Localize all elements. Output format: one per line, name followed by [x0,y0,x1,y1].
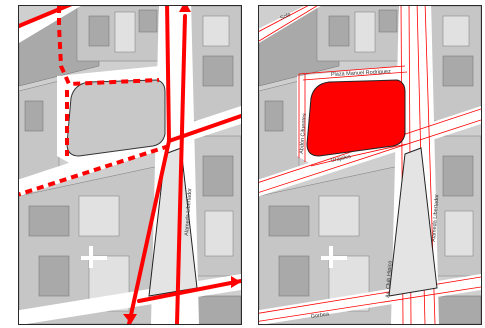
plaza-block-highlight [306,79,406,157]
street-label-abdon: Abdón Cifuentes [299,113,308,154]
street-label-plaza: Plaza Manuel Rodriguez [331,69,391,78]
triangle-block [388,147,438,297]
city-blocks [259,6,481,324]
city-blocks [19,6,241,324]
alley-mark [321,246,347,268]
map-panel-street-names: Sole Plaza Manuel Rodriguez Abdón Cifuen… [258,5,482,325]
street-label-gorbea: Gorbea [310,311,330,320]
plaza-block [66,79,166,157]
street-label-sole: Sole [279,12,292,22]
street-label-grajales: Grajales [330,154,352,164]
circulation-map: Alameda Libertador [19,6,241,324]
red-routes [19,6,241,324]
arrow-head-icon [179,6,191,12]
alley-mark [81,246,107,268]
street-names-map: Sole Plaza Manuel Rodriguez Abdón Cifuen… [259,6,481,324]
street-label-alameda: Alameda Libertador [184,188,193,236]
arrow-head-icon [123,314,137,324]
arrow-head-icon [231,276,241,288]
street-label-alameda: Alameda Libertador [431,194,440,242]
map-panel-circulation: Alameda Libertador [18,5,242,325]
street-label-club-hipico: Av. Club Hípico [385,260,394,298]
